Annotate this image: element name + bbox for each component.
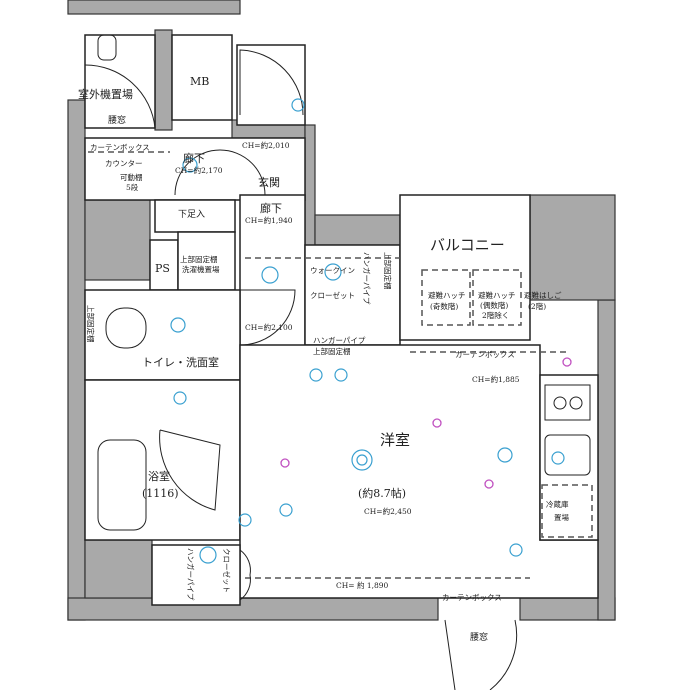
label-ps: PS: [155, 262, 170, 275]
label-curtain-top: カーテンボックス: [90, 143, 150, 152]
label-wic-shelf: 上部固定棚: [383, 252, 393, 290]
shoe-cabinet: [154, 199, 236, 233]
label-western-size: (約8.7帖): [358, 486, 406, 500]
label-bath: 浴室: [148, 469, 170, 483]
label-hatch-even-3: 2階除く: [482, 310, 509, 320]
label-mb: MB: [190, 75, 209, 88]
label-entrance-ch: CH=約2,010: [242, 140, 290, 150]
label-ch-1885: CH=約1,885: [472, 374, 520, 384]
mb-room: [171, 34, 233, 121]
label-ladder-2: (2階): [528, 301, 546, 311]
label-window-top: 腰窓: [108, 114, 126, 126]
toilet-bowl: [105, 307, 147, 349]
outdoor-unit-area: [84, 34, 156, 129]
label-toilet-shelf: 上部固定棚: [86, 305, 96, 343]
label-corridor-1-ch: CH=約2,170: [175, 165, 223, 175]
label-fridge-2: 置場: [554, 512, 569, 522]
kitchen: [539, 374, 599, 541]
label-hatch-odd-2: (奇数階): [430, 301, 458, 311]
label-outdoor-unit: 室外機置場: [78, 87, 133, 101]
label-closet-pipe: ハンガーパイプ: [186, 548, 196, 601]
label-shelf-1: 可動棚: [120, 172, 143, 182]
label-western: 洋室: [380, 431, 410, 449]
hatch-even: [472, 269, 522, 326]
label-curtain-bottom: カーテンボックス: [442, 593, 502, 602]
label-balcony: バルコニー: [430, 236, 505, 254]
closet-bottom: [151, 544, 241, 606]
walk-in-closet: [304, 244, 401, 346]
stove: [544, 384, 591, 421]
label-ladder-1: 避難はしご: [524, 290, 562, 300]
label-fridge-1: 冷蔵庫: [546, 499, 569, 509]
label-western-ch: CH=約2,450: [364, 506, 412, 516]
label-hatch-even-2: (偶数階): [480, 300, 508, 310]
hatch-odd: [421, 269, 471, 326]
label-corridor-1: 廊下: [183, 151, 205, 165]
label-wic-2: クローゼット: [310, 290, 355, 300]
label-corridor-2-ch: CH=約1,940: [245, 215, 293, 225]
label-hatch-even-1: 避難ハッチ: [478, 290, 516, 300]
label-wic-1: ウォークイン: [310, 266, 355, 275]
bath-door[interactable]: [159, 429, 221, 511]
entry-door[interactable]: [239, 49, 304, 116]
label-closet: クローゼット: [222, 548, 232, 593]
label-window-bottom: 腰窓: [470, 631, 488, 643]
closet-doors[interactable]: [239, 549, 251, 601]
label-washer-shelf: 上部固定棚: [180, 254, 218, 264]
label-washer: 洗濯機置場: [182, 264, 220, 274]
label-bath-size: (1116): [142, 487, 179, 500]
label-wic-pipe-shelf-2: 上部固定棚: [313, 346, 351, 356]
label-counter: カウンター: [105, 159, 143, 168]
label-ch-1890: CH= 約 1,890: [336, 580, 389, 590]
balcony: [399, 194, 531, 341]
washer-space: [177, 231, 236, 291]
label-toilet: トイレ・洗面室: [142, 355, 219, 369]
label-entrance: 玄関: [258, 175, 280, 189]
toilet-wash-room: [84, 289, 241, 381]
bathtub: [97, 439, 147, 531]
label-hatch-odd-1: 避難ハッチ: [428, 290, 466, 300]
label-curtain-mid: カーテンボックス: [455, 350, 515, 359]
label-wic-pipe-shelf-1: ハンガーパイプ: [313, 335, 366, 345]
corridor-door[interactable]: [174, 149, 266, 196]
label-shoe: 下足入: [178, 209, 205, 220]
toilet-door[interactable]: [239, 289, 296, 346]
entry-door-area: [236, 44, 306, 126]
corridor-top: [84, 137, 306, 201]
fridge-space: [541, 484, 593, 538]
label-corridor-2: 廊下: [260, 201, 282, 215]
label-shelf-2: 5段: [126, 182, 139, 192]
label-wic-pipe: ハンガーパイプ: [362, 252, 372, 305]
label-corridor-3-ch: CH=約2,100: [245, 322, 293, 332]
window-bottom-door[interactable]: [444, 619, 518, 690]
electrical-symbols: [170, 98, 572, 564]
outdoor-door[interactable]: [84, 64, 156, 129]
sink: [544, 434, 591, 476]
water-heater-icon: [97, 34, 117, 61]
